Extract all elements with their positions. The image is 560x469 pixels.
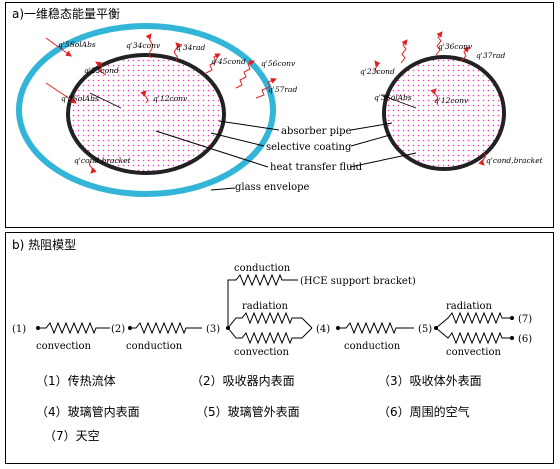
legend-item-4: （4）玻璃管内表面 bbox=[36, 404, 140, 419]
legend-item-1: （1）传热流体 bbox=[36, 373, 116, 388]
heat-label: q'5SolAbs bbox=[58, 40, 96, 49]
heat-label: q'23cond bbox=[360, 67, 395, 76]
node-1: (1) bbox=[12, 324, 26, 335]
thermal-resistance-panel: b) 热阻模型 (1) (2) (3) (4) bbox=[5, 232, 554, 464]
panel-b-title: b) 热阻模型 bbox=[12, 238, 76, 252]
heat-label: q'23cond bbox=[84, 66, 119, 75]
callout-heat-transfer-fluid: heat transfer fluid bbox=[270, 162, 363, 173]
label-conduction-1: conduction bbox=[126, 341, 183, 352]
energy-balance-panel: a)一维稳态能量平衡 bbox=[5, 2, 554, 228]
heat-label: q'37rad bbox=[476, 51, 505, 60]
legend-item-6: （6）周围的空气 bbox=[378, 404, 470, 419]
callout-glass-envelope: glass envelope bbox=[235, 182, 310, 193]
legend-item-3: （3）吸收体外表面 bbox=[378, 374, 482, 388]
heat-label: q'34conv bbox=[126, 41, 161, 50]
node-5: (5) bbox=[418, 324, 432, 335]
heat-flow-arrows bbox=[45, 31, 486, 174]
label-radiation-1: radiation bbox=[242, 301, 289, 312]
node-7: (7) bbox=[518, 314, 532, 325]
label-hce-bracket: (HCE support bracket) bbox=[300, 276, 416, 287]
callout-lines bbox=[155, 120, 417, 191]
node-dots bbox=[36, 316, 514, 340]
resistor-network bbox=[38, 273, 512, 345]
callout-selective-coating: selective coating bbox=[266, 142, 352, 153]
legend-item-5: （5）玻璃管外表面 bbox=[196, 404, 300, 419]
label-convection-3: convection bbox=[446, 347, 501, 358]
label-convection-1: convection bbox=[36, 341, 91, 352]
label-conduction-top: conduction bbox=[234, 263, 291, 274]
node-6: (6) bbox=[518, 334, 532, 345]
absorber-pipe-left bbox=[66, 53, 226, 175]
panel-a-title: a)一维稳态能量平衡 bbox=[12, 6, 120, 21]
callout-absorber-pipe: absorber pipe bbox=[281, 126, 352, 137]
absorber-pipe-right bbox=[382, 55, 506, 171]
heat-label: q'12conv bbox=[434, 96, 469, 105]
thermal-resistance-network: b) 热阻模型 (1) (2) (3) (4) bbox=[12, 238, 532, 443]
legend-item-7: （7）天空 bbox=[44, 429, 100, 443]
node-4: (4) bbox=[316, 324, 330, 335]
heat-label: q'45cond bbox=[211, 57, 246, 66]
heat-label: q'56conv bbox=[261, 59, 296, 68]
heat-label: q'12conv bbox=[153, 94, 188, 103]
label-conduction-2: conduction bbox=[344, 341, 401, 352]
node-3: (3) bbox=[206, 324, 220, 335]
heat-label: q'57rad bbox=[268, 85, 297, 94]
heat-label: q'36conv bbox=[438, 42, 473, 51]
heat-label: q'34rad bbox=[176, 43, 205, 52]
legend-item-2: （2）吸收器内表面 bbox=[191, 374, 295, 388]
heat-label: q'3SolAbs bbox=[61, 94, 99, 103]
energy-balance-diagram: a)一维稳态能量平衡 bbox=[12, 6, 544, 197]
heat-label: q'cond,bracket bbox=[74, 156, 132, 165]
label-radiation-2: radiation bbox=[446, 301, 493, 312]
heat-label: q'3SolAbs bbox=[374, 93, 412, 102]
label-convection-2: convection bbox=[234, 347, 289, 358]
heat-label: q'cond,bracket bbox=[486, 156, 544, 165]
node-2: (2) bbox=[111, 324, 125, 335]
